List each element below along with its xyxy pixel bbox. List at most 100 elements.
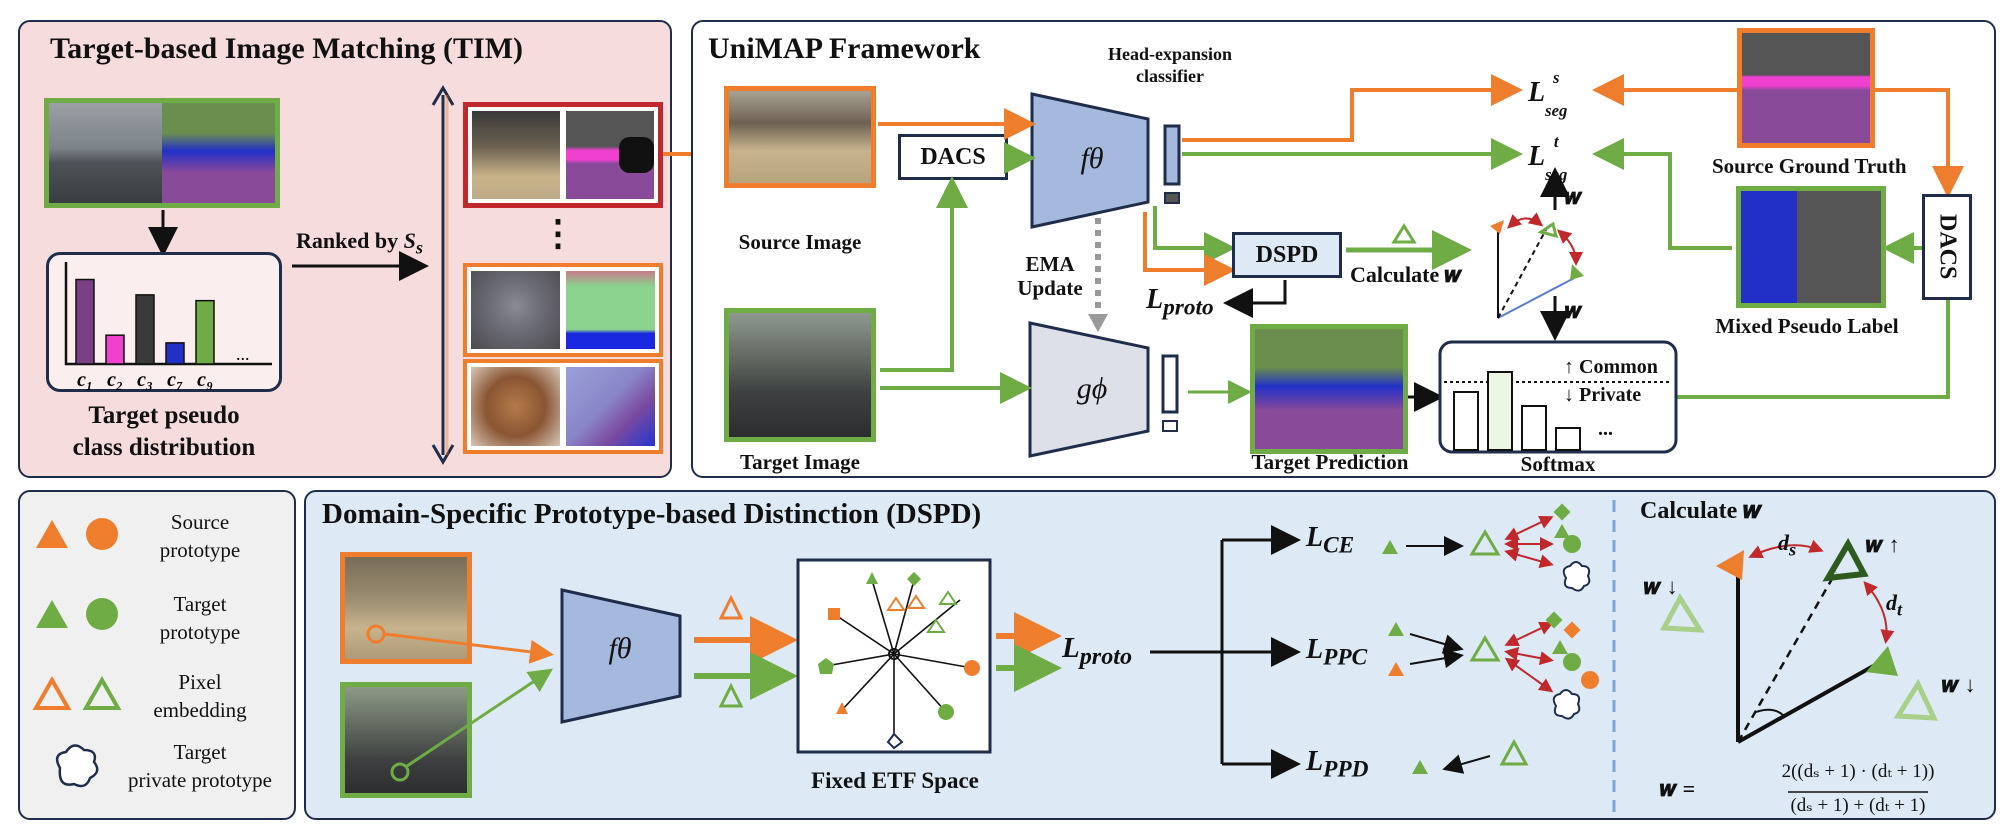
head-expansion-classifier bbox=[1163, 124, 1181, 186]
bar-label-4: c₉ bbox=[197, 369, 213, 391]
legend-glyphs bbox=[32, 518, 122, 788]
legend-pixel-2: embedding bbox=[153, 698, 247, 722]
legend-target-2: prototype bbox=[159, 620, 241, 644]
calc-w-title: Calculate 𝒘 bbox=[1640, 498, 1763, 524]
dspd-f-theta-encoder bbox=[560, 588, 682, 724]
target-prediction-image bbox=[1250, 324, 1408, 454]
calc-w-down-left: 𝒘 ↓ bbox=[1644, 574, 1678, 599]
formula-numerator: 2((dₛ + 1) · (dₜ + 1)) bbox=[1781, 761, 1935, 782]
l-seg-t-sup: t bbox=[1553, 132, 1559, 151]
dspd-title: Domain-Specific Prototype-based Distinct… bbox=[322, 498, 982, 530]
ranked-by-sub: s bbox=[415, 237, 423, 258]
dacs-vertical-box: DACS bbox=[1922, 194, 1972, 300]
source-image-label: Source Image bbox=[738, 230, 862, 254]
ema-label-1: EMA bbox=[1025, 252, 1075, 276]
legend-target-1: Target bbox=[173, 592, 227, 616]
l-seg-s-sub: seg bbox=[1545, 100, 1568, 120]
w-label-top: 𝒘 bbox=[1565, 184, 1583, 209]
bar-label-2: c₃ bbox=[137, 369, 153, 391]
source-triangle-icon bbox=[36, 520, 68, 548]
dspd-box: DSPD bbox=[1232, 232, 1342, 278]
calculate-w-label: Calculate 𝒘 bbox=[1350, 262, 1462, 287]
ema-label-2: Update bbox=[1017, 276, 1083, 300]
bar-2 bbox=[135, 294, 155, 365]
w-label-bottom: 𝒘 bbox=[1565, 298, 1583, 323]
legend-private-2: private prototype bbox=[127, 768, 273, 792]
l-seg-t-l: L bbox=[1528, 141, 1546, 173]
target-prediction-label: Target Prediction bbox=[1251, 450, 1409, 474]
l-seg-s-l: L bbox=[1528, 77, 1546, 109]
head-expansion-label: Head-expansion bbox=[1107, 44, 1233, 64]
dist-caption-1: Target pseudo bbox=[88, 402, 240, 429]
legend-source: Source prototype bbox=[130, 508, 270, 564]
calc-w-up: 𝒘 ↑ bbox=[1866, 532, 1900, 557]
source-circle-icon bbox=[86, 518, 118, 550]
calc-dt-d: d bbox=[1886, 590, 1897, 615]
calc-dt-sub: t bbox=[1897, 599, 1903, 620]
target-circle-icon bbox=[86, 598, 118, 630]
tim-title: Target-based Image Matching (TIM) bbox=[50, 32, 524, 65]
mixed-pseudo-label-label: Mixed Pseudo Label bbox=[1715, 314, 1899, 338]
legend-target: Target prototype bbox=[130, 590, 270, 646]
calc-w-down-right: 𝒘 ↓ bbox=[1942, 672, 1976, 697]
f-theta-label: fθ bbox=[1080, 142, 1104, 175]
legend-private-1: Target bbox=[173, 740, 227, 764]
source-ground-truth-label: Source Ground Truth bbox=[1712, 154, 1907, 178]
dspd-l-proto-sub: proto bbox=[1079, 642, 1133, 670]
f-theta-encoder bbox=[1030, 92, 1150, 229]
calc-ds-sub: s bbox=[1789, 539, 1797, 560]
softmax-label: Softmax bbox=[1520, 452, 1596, 476]
bar-1 bbox=[105, 334, 125, 365]
l-proto-l: L bbox=[1146, 284, 1164, 315]
ranked-by-symbol: S bbox=[403, 228, 416, 253]
source-image bbox=[724, 86, 876, 188]
formula-denominator: (dₛ + 1) + (dₜ + 1) bbox=[1790, 795, 1926, 816]
dspd-source-image bbox=[340, 552, 472, 664]
l-proto-sub: proto bbox=[1163, 294, 1214, 321]
ranked-by-text: Ranked by bbox=[296, 228, 399, 253]
l-ce-l: L bbox=[1306, 522, 1324, 553]
l-ppc-sub: PPC bbox=[1323, 644, 1368, 671]
private-prototype-icon bbox=[55, 744, 99, 788]
softmax-private: ↓ Private bbox=[1564, 384, 1642, 406]
bar-3 bbox=[165, 342, 185, 365]
softmax-ellipsis: ... bbox=[1598, 418, 1613, 440]
legend-source-2: prototype bbox=[159, 538, 241, 562]
ranked-pair-1 bbox=[463, 102, 663, 208]
bar-ellipsis: ... bbox=[236, 344, 250, 364]
legend-source-1: Source bbox=[170, 510, 230, 534]
l-seg-s-sup: s bbox=[1552, 68, 1560, 87]
bar-label-1: c₂ bbox=[107, 369, 123, 391]
target-image-label: Target Image bbox=[740, 450, 860, 474]
ranked-pair-2 bbox=[463, 263, 663, 357]
l-ppc-l: L bbox=[1306, 634, 1324, 665]
dacs-vertical-text: DACS bbox=[1934, 214, 1961, 280]
classifier-label: classifier bbox=[1136, 66, 1204, 86]
ranked-pair-3 bbox=[463, 359, 663, 454]
calc-ds: ds bbox=[1778, 530, 1796, 560]
vertical-ellipsis: ⋮ bbox=[540, 213, 576, 253]
target-triangle-icon bbox=[36, 600, 68, 628]
l-proto-label: Lproto bbox=[1146, 284, 1214, 322]
legend-pixel: Pixel embedding bbox=[130, 668, 270, 724]
class-distribution-box bbox=[46, 252, 282, 392]
tim-target-image bbox=[44, 98, 280, 208]
formula-lhs: 𝒘 = bbox=[1660, 776, 1696, 801]
l-ppd-sub: PPD bbox=[1323, 756, 1369, 783]
bar-label-0: c₁ bbox=[77, 369, 93, 391]
pixel-orange-triangle-icon bbox=[32, 675, 72, 710]
dspd-l-proto-l: L bbox=[1062, 632, 1080, 664]
g-phi-label: gϕ bbox=[1076, 372, 1108, 405]
l-ce-sub: CE bbox=[1323, 532, 1355, 559]
l-ce: LCE bbox=[1306, 522, 1354, 560]
calc-dt: dt bbox=[1886, 590, 1902, 620]
calc-ds-d: d bbox=[1778, 530, 1789, 555]
dspd-f-theta-label: fθ bbox=[608, 632, 632, 665]
bar-0 bbox=[75, 278, 95, 365]
dist-caption-2: class distribution bbox=[72, 434, 256, 461]
source-ground-truth-image bbox=[1737, 28, 1875, 148]
dspd-l-proto: Lproto bbox=[1062, 632, 1132, 671]
